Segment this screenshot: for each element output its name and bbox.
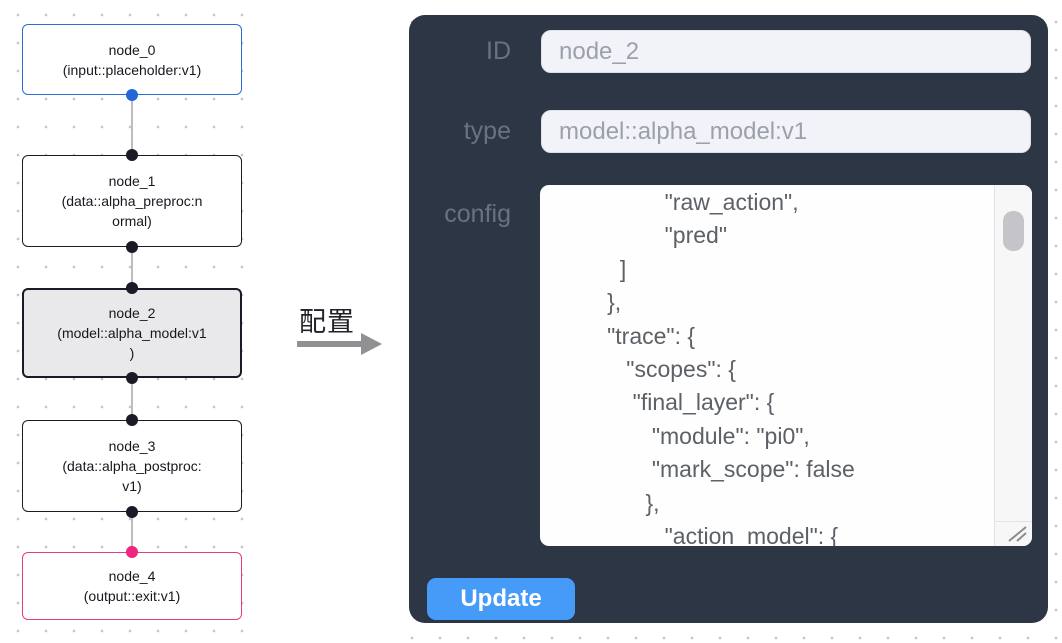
- connection-handle[interactable]: [126, 89, 138, 101]
- right-arrow-icon: [361, 333, 382, 355]
- connection-handle[interactable]: [126, 546, 138, 558]
- id-input[interactable]: [541, 30, 1031, 73]
- config-textarea[interactable]: "raw_action", "pred" ] }, "trace": { "sc…: [540, 185, 1032, 546]
- node-1-preproc[interactable]: node_1 (data::alpha_preproc:n ormal): [22, 155, 242, 247]
- node-subtitle: (input::placeholder:v1): [62, 61, 202, 78]
- right-arrow-icon: [297, 341, 363, 347]
- connection-handle[interactable]: [126, 372, 138, 384]
- node-2-model-selected[interactable]: node_2 (model::alpha_model:v1 ): [22, 288, 242, 378]
- node-subtitle: (data::alpha_postproc: v1): [62, 458, 202, 494]
- config-field-label: config: [444, 200, 511, 228]
- config-arrow-label: 配置: [299, 307, 355, 337]
- node-3-postproc[interactable]: node_3 (data::alpha_postproc: v1): [22, 420, 242, 512]
- connection-handle[interactable]: [126, 241, 138, 253]
- type-field-label: type: [463, 117, 511, 145]
- update-button[interactable]: Update: [427, 578, 575, 620]
- resize-grip-icon[interactable]: [1005, 523, 1029, 543]
- config-json-content[interactable]: "raw_action", "pred" ] }, "trace": { "sc…: [607, 189, 855, 546]
- node-0-input[interactable]: node_0 (input::placeholder:v1): [22, 24, 242, 95]
- connection-handle[interactable]: [126, 506, 138, 518]
- connection-handle[interactable]: [126, 282, 138, 294]
- connection-handle[interactable]: [126, 149, 138, 161]
- type-input[interactable]: [541, 110, 1031, 153]
- id-field-label: ID: [486, 37, 511, 65]
- node-title: node_4: [108, 568, 156, 584]
- node-title: node_3: [108, 438, 156, 454]
- node-subtitle: (output::exit:v1): [83, 588, 181, 604]
- node-title: node_0: [108, 41, 156, 58]
- scrollbar-thumb[interactable]: [1003, 211, 1024, 251]
- node-subtitle: (model::alpha_model:v1 ): [57, 325, 207, 361]
- node-title: node_1: [108, 173, 156, 189]
- node-subtitle: (data::alpha_preproc:n ormal): [61, 193, 203, 229]
- scrollbar-corner-divider: [994, 521, 1032, 522]
- connection-handle[interactable]: [126, 414, 138, 426]
- node-4-output[interactable]: node_4 (output::exit:v1): [22, 552, 242, 620]
- node-title: node_2: [108, 305, 156, 321]
- scrollbar-track[interactable]: [994, 185, 1032, 546]
- node-config-panel: ID type config "raw_action", "pred" ] },…: [409, 15, 1048, 623]
